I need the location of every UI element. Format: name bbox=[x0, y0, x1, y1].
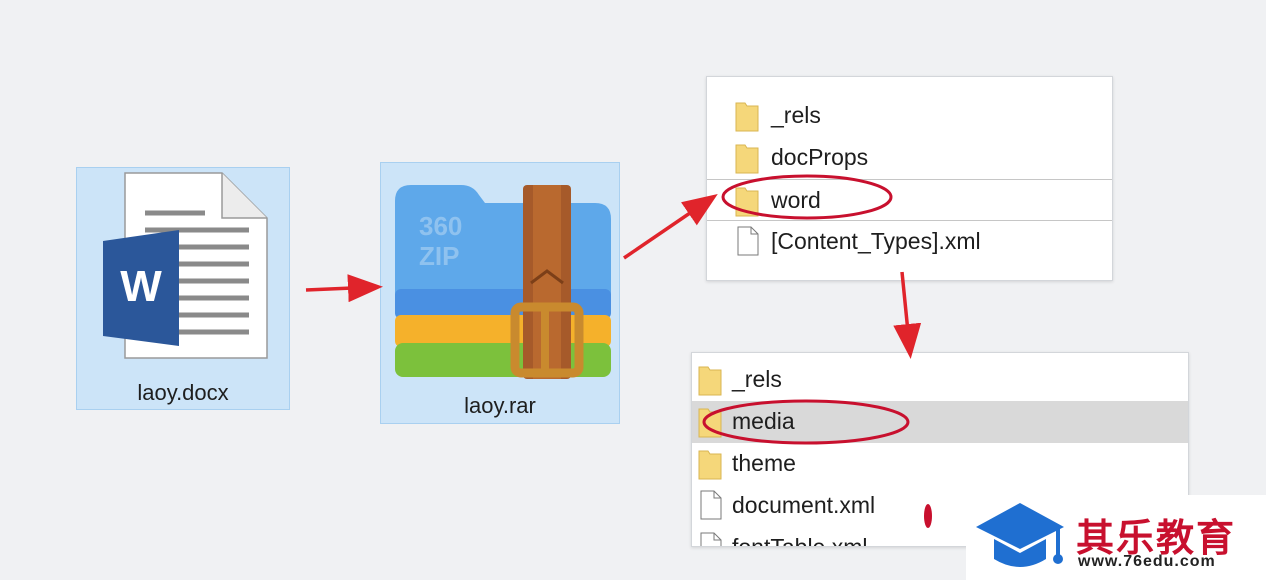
folder-icon bbox=[735, 144, 759, 174]
list-item-word[interactable]: word bbox=[707, 179, 1112, 221]
docx-filename: laoy.docx bbox=[137, 380, 229, 405]
archive-contents-panel: _rels docProps word [Content_Types].xml bbox=[706, 76, 1113, 281]
arrow-archive-to-word-folder bbox=[893, 271, 922, 359]
folder-icon bbox=[735, 102, 759, 132]
watermark-url: www.76edu.com bbox=[1078, 553, 1216, 570]
svg-text:360: 360 bbox=[419, 211, 462, 241]
list-item-label: _rels bbox=[771, 102, 821, 128]
list-item-label: fontTable.xml bbox=[732, 534, 868, 547]
watermark-title: 其乐教育 bbox=[1076, 518, 1237, 560]
folder-icon bbox=[698, 450, 722, 480]
graduation-cap-icon bbox=[976, 503, 1064, 567]
file-icon bbox=[737, 226, 759, 256]
360zip-archive-icon: 360 ZIP bbox=[395, 185, 611, 379]
arrow-rar-to-archive bbox=[623, 194, 718, 260]
file-icon bbox=[700, 490, 722, 520]
list-item-theme[interactable]: theme bbox=[692, 443, 1188, 485]
svg-text:ZIP: ZIP bbox=[419, 241, 459, 271]
list-item-label: docProps bbox=[771, 144, 869, 170]
folder-icon bbox=[698, 366, 722, 396]
list-item-label: _rels bbox=[732, 366, 782, 392]
word-document-icon: W bbox=[103, 172, 268, 359]
list-item-document-xml[interactable]: document.xml bbox=[692, 485, 1188, 527]
rar-file-tile[interactable]: 360 ZIP laoy.rar bbox=[380, 162, 620, 424]
docx-file-tile[interactable]: W laoy.docx bbox=[76, 167, 290, 410]
list-item-content-types[interactable]: [Content_Types].xml bbox=[707, 221, 1112, 263]
rar-filename: laoy.rar bbox=[464, 393, 536, 418]
list-item-docprops[interactable]: docProps bbox=[707, 137, 1112, 179]
list-item-fonttable-xml[interactable]: fontTable.xml bbox=[692, 527, 1188, 547]
watermark-logo: 其乐教育 www.76edu.com bbox=[966, 495, 1266, 580]
folder-icon bbox=[698, 408, 722, 438]
list-item-label: word bbox=[771, 187, 821, 213]
list-item-rels[interactable]: _rels bbox=[692, 359, 1188, 401]
list-item-label: document.xml bbox=[732, 492, 876, 518]
list-item-rels[interactable]: _rels bbox=[707, 95, 1112, 137]
list-item-media[interactable]: media bbox=[692, 401, 1188, 443]
list-item-label: media bbox=[732, 408, 795, 434]
list-item-label: theme bbox=[732, 450, 796, 476]
list-item-label: [Content_Types].xml bbox=[771, 228, 981, 254]
file-icon bbox=[700, 532, 722, 546]
arrow-docx-to-rar bbox=[305, 274, 383, 303]
folder-icon bbox=[735, 187, 759, 217]
svg-text:W: W bbox=[120, 262, 162, 311]
